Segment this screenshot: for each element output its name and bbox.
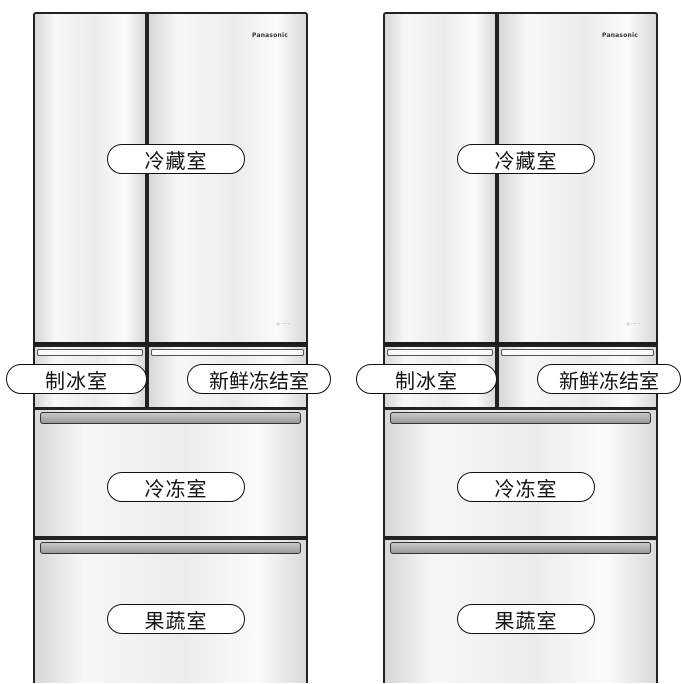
- refrigerator-right-door: Panasonic ◎ ·······: [497, 12, 658, 344]
- refrigerator-left-door: [383, 12, 497, 344]
- ice-maker-label: 制冰室: [6, 364, 147, 394]
- brand-logo: Panasonic: [252, 32, 288, 39]
- freezer-label: 冷冻室: [457, 472, 595, 502]
- vegetable-handle: [390, 542, 651, 554]
- brand-logo: Panasonic: [602, 32, 638, 39]
- freezer-handle: [390, 412, 651, 424]
- refrigerator-right-door: Panasonic ◎ ·······: [147, 12, 308, 344]
- vegetable-label: 果蔬室: [457, 604, 595, 634]
- energy-mark-icon: ◎ ·······: [276, 321, 290, 326]
- fresh-freeze-label: 新鲜冻结室: [187, 364, 331, 394]
- refrigerator-label: 冷藏室: [457, 144, 595, 174]
- vegetable-handle: [40, 542, 301, 554]
- ice-maker-label: 制冰室: [356, 364, 497, 394]
- freezer-label: 冷冻室: [107, 472, 245, 502]
- fresh-freeze-label: 新鲜冻结室: [537, 364, 681, 394]
- energy-mark-icon: ◎ ·······: [626, 321, 640, 326]
- freezer-handle: [40, 412, 301, 424]
- vegetable-label: 果蔬室: [107, 604, 245, 634]
- refrigerator-label: 冷藏室: [107, 144, 245, 174]
- refrigerator-left-door: [33, 12, 147, 344]
